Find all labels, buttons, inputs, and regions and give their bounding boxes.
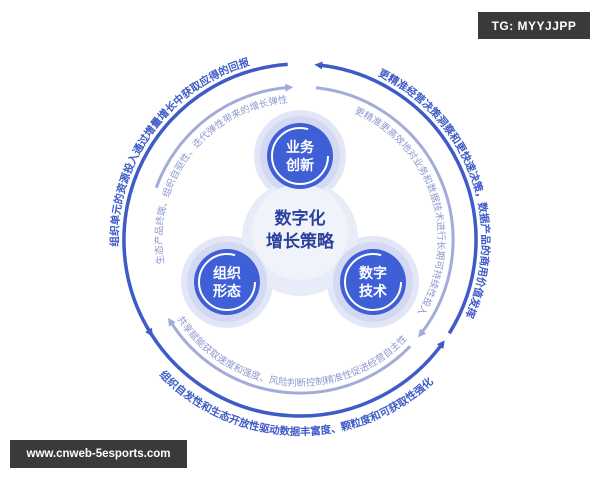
cycle-arrow-icon	[271, 127, 329, 185]
cycle-arrow-icon	[198, 253, 256, 311]
svg-text:数字: 数字	[359, 265, 387, 282]
node-organization-form: 组织 形态	[194, 249, 260, 315]
watermark-top-right: TG: MYYJJPP	[478, 12, 590, 39]
inner-ring-arcs	[154, 83, 455, 395]
outer-text-left: 组织单元的资源投入通过增量增长中获取应得的回报	[108, 55, 251, 246]
node-digital-technology: 数字 技术	[340, 249, 406, 315]
svg-text:形态: 形态	[213, 283, 241, 300]
svg-text:组织: 组织	[213, 265, 241, 282]
outer-arc-right	[314, 61, 478, 335]
center-title-line1: 数字化	[275, 208, 326, 229]
outer-arc-bottom	[146, 327, 445, 418]
svg-text:业务: 业务	[286, 139, 315, 156]
center-title-line2: 增长策略	[266, 231, 335, 252]
outer-arc-left	[122, 62, 288, 337]
cycle-arrow-icon	[344, 253, 402, 311]
inner-arc-bottom	[168, 317, 412, 395]
node-business-innovation: 业务 创新	[267, 123, 333, 189]
outer-ring-arcs	[122, 61, 478, 418]
inner-arc-left	[154, 83, 294, 189]
svg-text:创新: 创新	[285, 157, 314, 174]
watermark-bottom-left: www.cnweb-5esports.com	[10, 440, 187, 468]
svg-text:技术: 技术	[359, 283, 387, 300]
inner-arc-right	[315, 86, 455, 338]
